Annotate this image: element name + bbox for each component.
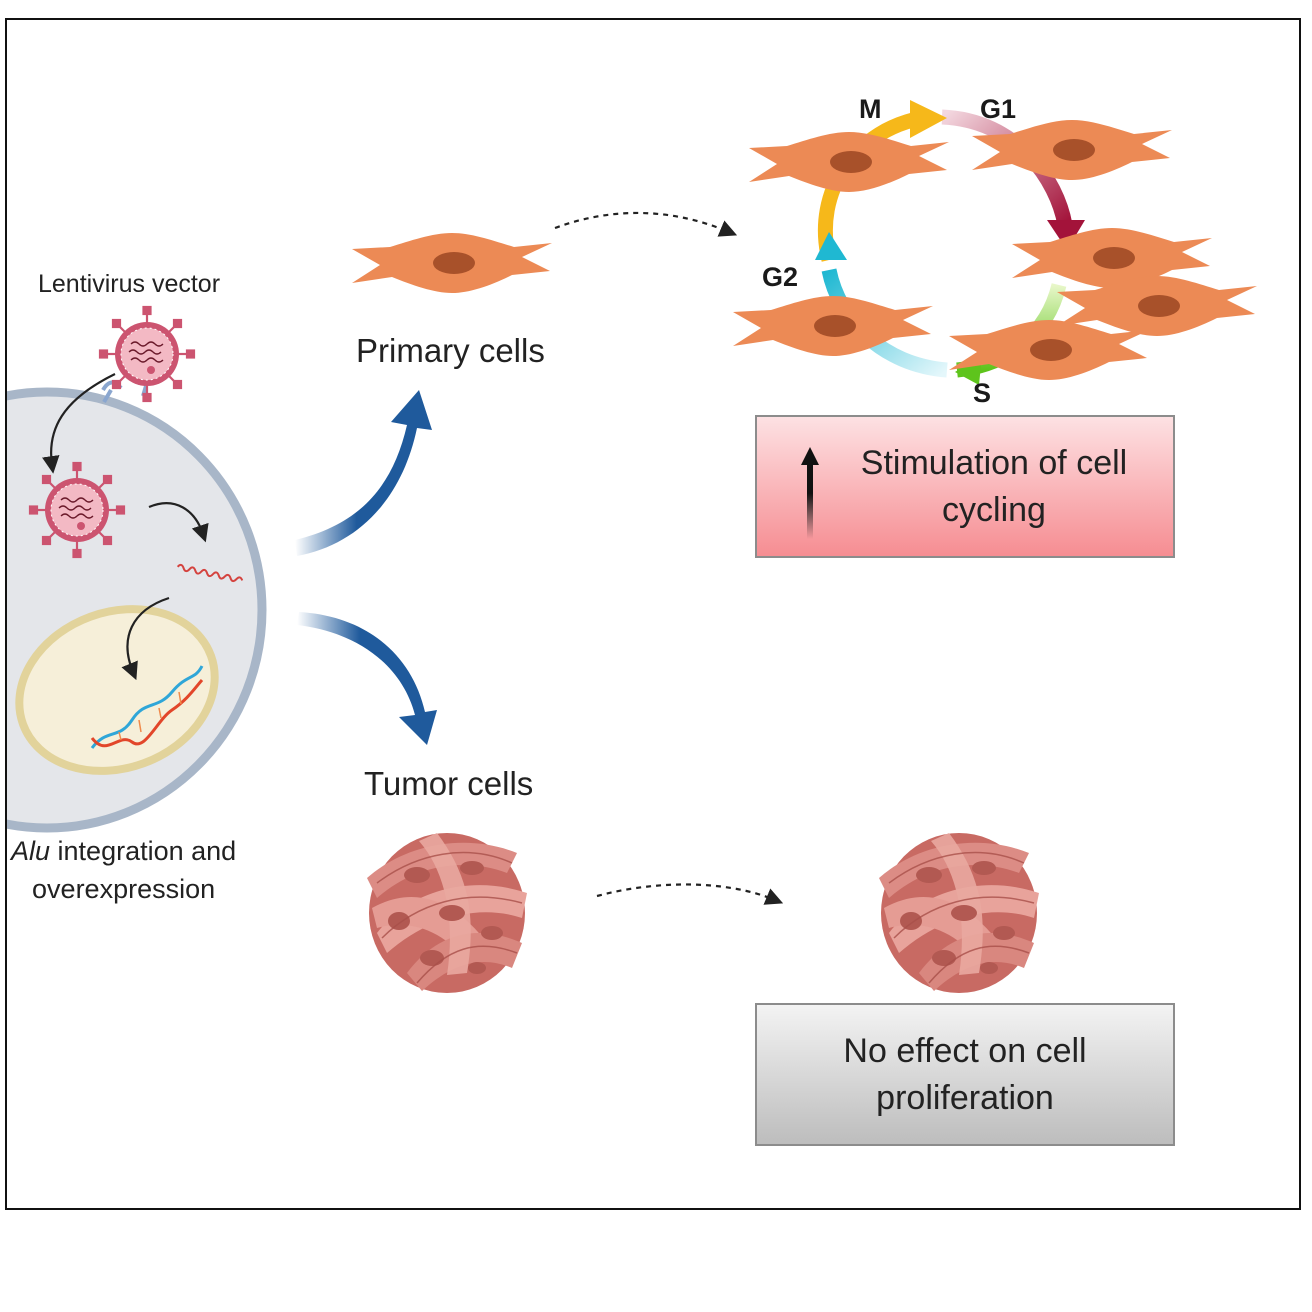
tumor-cluster-icon (366, 832, 528, 994)
alu-rest: integration and (50, 836, 237, 866)
stimulation-line2: cycling (942, 490, 1046, 529)
tumor-cluster-result-icon (878, 832, 1040, 994)
stimulation-line1: Stimulation of cell (860, 443, 1128, 482)
tumor-cells-label: Tumor cells (364, 765, 534, 802)
arrow-to-primary (295, 390, 432, 556)
alu-line2: overexpression (32, 874, 216, 904)
phase-g2-label: G2 (762, 262, 799, 292)
cycle-cell-g2 (733, 296, 933, 356)
no-effect-text: No effect on cell proliferation (843, 1028, 1086, 1122)
no-effect-line1: No effect on cell (843, 1031, 1087, 1070)
stimulation-text: Stimulation of cell cycling (861, 440, 1127, 534)
alu-label: Alu integration and overexpression (11, 832, 236, 908)
cycle-cell-m (749, 132, 949, 192)
phase-g1-label: G1 (980, 94, 1017, 124)
stimulation-box: Stimulation of cell cycling (755, 415, 1175, 558)
no-effect-line2: proliferation (876, 1078, 1054, 1117)
alu-italic: Alu (11, 836, 51, 866)
dna-helix-icon (90, 665, 204, 749)
dotted-arrow-tumor (596, 883, 784, 905)
figure-frame: Lentivirus vector Primary cells Tumor ce… (5, 18, 1301, 1210)
internalized-virus-icon (28, 461, 126, 559)
dotted-arrow-primary (554, 211, 738, 237)
phase-m-label: M (859, 94, 882, 124)
host-cell (7, 387, 267, 833)
no-effect-box: No effect on cell proliferation (755, 1003, 1175, 1146)
up-arrow-icon (801, 447, 819, 539)
viral-rna-icon (176, 563, 244, 583)
diagram-canvas (7, 100, 1257, 994)
process-arrows (42, 373, 209, 681)
cycle-cell-g1b (1012, 228, 1212, 288)
primary-cells-label: Primary cells (356, 332, 545, 369)
phase-s-label: S (973, 378, 992, 408)
arrow-to-tumor (297, 612, 437, 745)
lentivirus-label: Lentivirus vector (38, 270, 221, 298)
primary-cell-icon (352, 233, 552, 293)
lentivirus-icon (98, 305, 196, 403)
